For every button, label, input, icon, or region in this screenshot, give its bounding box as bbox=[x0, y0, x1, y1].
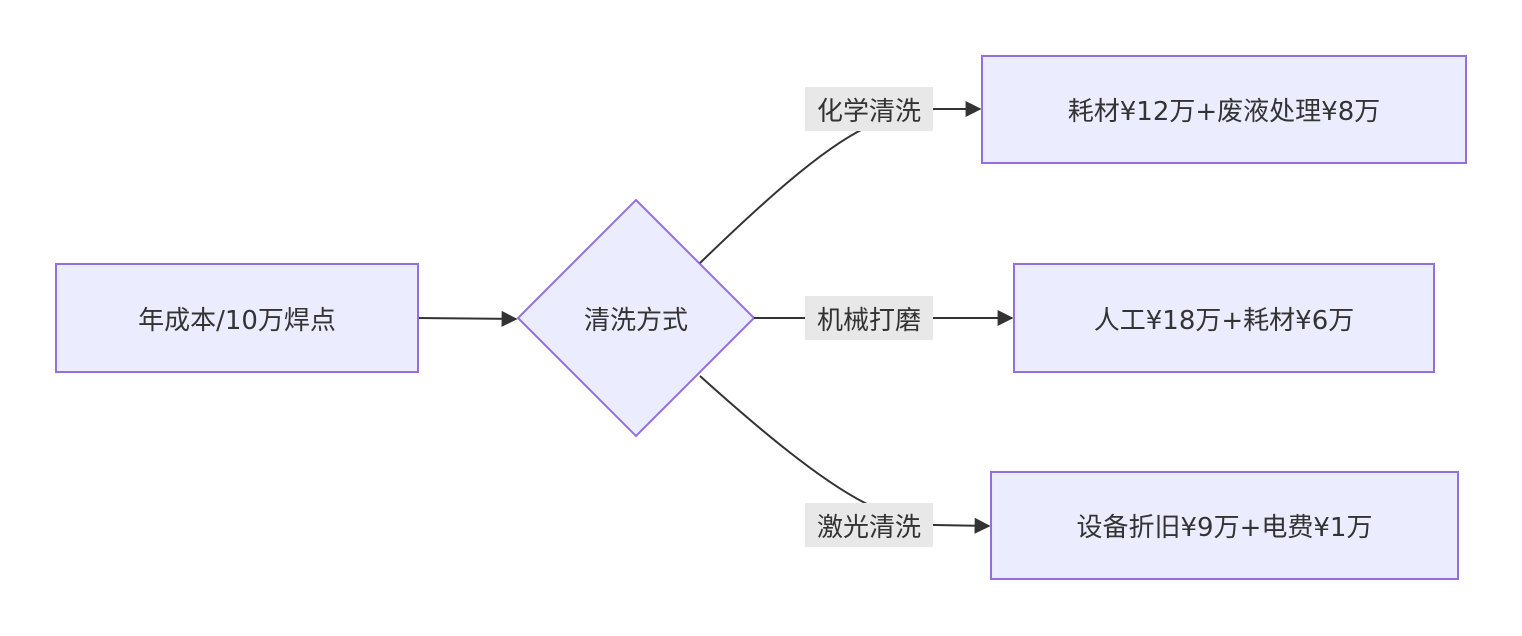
edge-label-laser: 激光清洗 bbox=[805, 503, 933, 547]
laser-result-node: 设备折旧¥9万+电费¥1万 bbox=[990, 471, 1459, 580]
start-node: 年成本/10万焊点 bbox=[55, 263, 419, 373]
edge-label-mechanical-text: 机械打磨 bbox=[816, 305, 921, 336]
chemical-result-node: 耗材¥12万+废液处理¥8万 bbox=[981, 55, 1467, 164]
decision-diamond bbox=[516, 198, 756, 438]
laser-result-label: 设备折旧¥9万+电费¥1万 bbox=[1076, 513, 1373, 543]
start-node-label: 年成本/10万焊点 bbox=[138, 305, 336, 336]
mechanical-result-node: 人工¥18万+耗材¥6万 bbox=[1013, 263, 1435, 373]
decision-node-label: 清洗方式 bbox=[583, 305, 688, 336]
edge-label-mechanical: 机械打磨 bbox=[805, 296, 933, 340]
edge-label-laser-text: 激光清洗 bbox=[816, 512, 921, 543]
mechanical-result-label: 人工¥18万+耗材¥6万 bbox=[1093, 305, 1355, 336]
chemical-result-label: 耗材¥12万+废液处理¥8万 bbox=[1067, 97, 1381, 127]
edge-label-chemical: 化学清洗 bbox=[805, 87, 933, 131]
edge-decision-to-chemical bbox=[699, 101, 982, 264]
edge-label-chemical-text: 化学清洗 bbox=[816, 96, 921, 127]
edge-start-to-decision bbox=[417, 310, 518, 327]
decision-node: 清洗方式 bbox=[536, 290, 736, 346]
